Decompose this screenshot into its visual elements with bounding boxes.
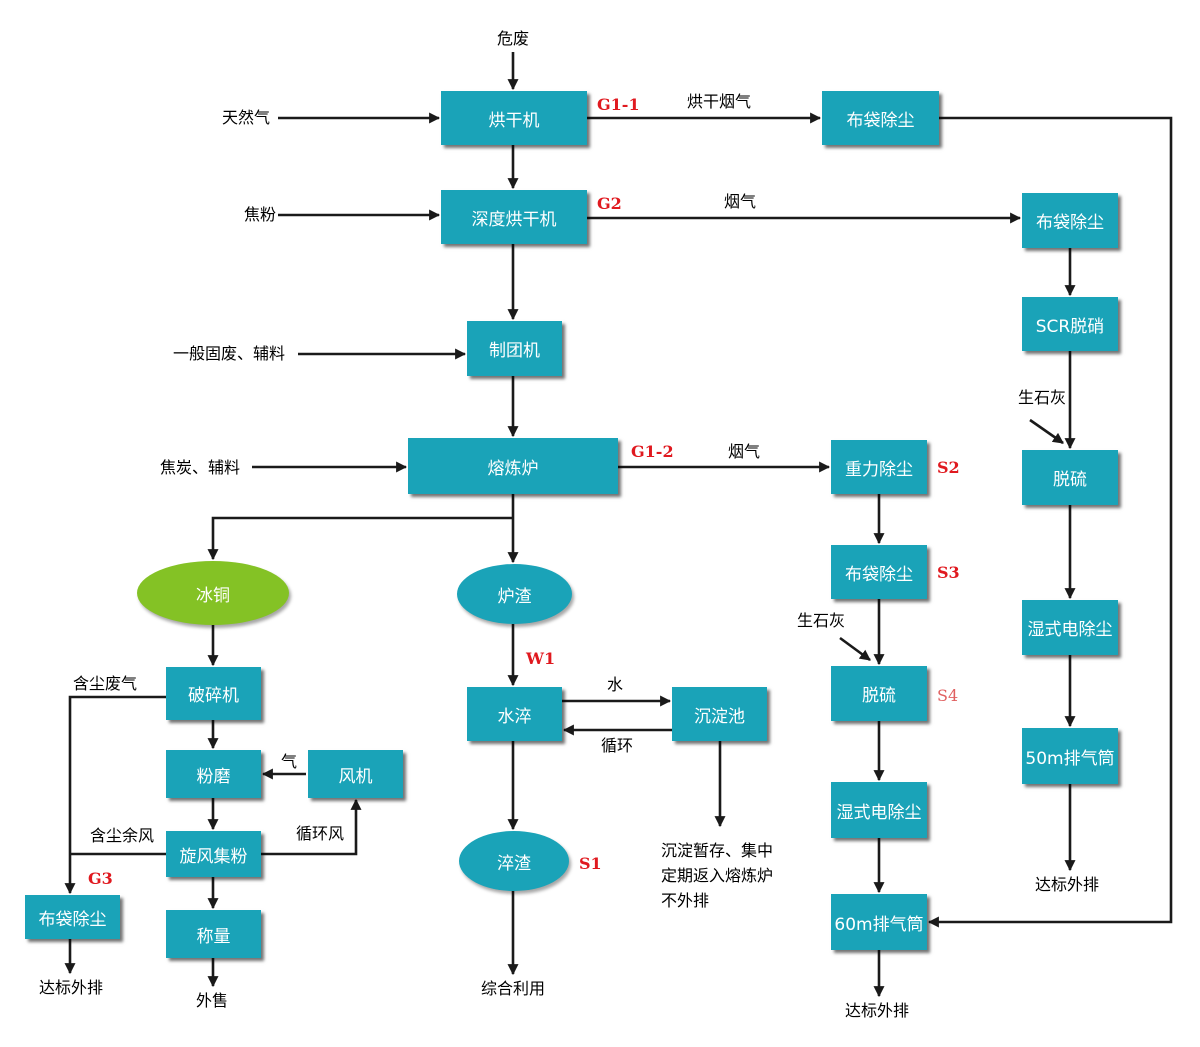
bag-filter-g3-box: 布袋除尘 xyxy=(25,895,120,939)
deep-dryer-box: 深度烘干机 xyxy=(441,190,587,244)
briquetter-box: 制团机 xyxy=(467,321,562,376)
recycle-label: 循环 xyxy=(601,736,634,755)
settling-note-line: 定期返入熔炼炉 xyxy=(661,866,774,885)
arrow-cyclone-to-fan xyxy=(261,798,362,856)
slag-oval: 炉渣 xyxy=(457,564,572,624)
bag-filter-2-box: 布袋除尘 xyxy=(1022,193,1118,248)
code-g1-1: G1-1 xyxy=(597,95,640,114)
external-sale-label: 外售 xyxy=(196,991,229,1010)
cyclone-box: 旋风集粉 xyxy=(166,831,261,877)
comprehensive-use-label: 综合利用 xyxy=(481,979,546,998)
wet-esp-mid-box: 湿式电除尘 xyxy=(831,782,927,838)
code-s1: S1 xyxy=(579,854,602,873)
arrow-quicklime-1-to-desulf xyxy=(1029,418,1064,445)
dryer-box: 烘干机 xyxy=(441,91,587,145)
desulf-right-box: 脱硫 xyxy=(1022,450,1118,505)
discharge-right-label: 达标外排 xyxy=(1035,875,1100,894)
dusty-exhaust-label: 含尘废气 xyxy=(73,674,138,693)
code-w1: W1 xyxy=(526,649,556,668)
stack-60m-box: 60m排气筒 xyxy=(831,894,927,950)
code-g3: G3 xyxy=(88,869,113,888)
smelter-box: 熔炼炉 xyxy=(408,438,618,494)
flue-gas-1-label: 烟气 xyxy=(724,192,757,211)
settling-note-line: 沉淀暂存、集中 xyxy=(661,841,774,860)
quenched-slag-oval: 淬渣 xyxy=(459,831,569,891)
code-g1-2: G1-2 xyxy=(631,442,674,461)
quicklime-2-label: 生石灰 xyxy=(797,611,846,630)
stack-50m-box: 50m排气筒 xyxy=(1022,728,1118,784)
arrow-smelter-to-matte xyxy=(207,516,513,561)
bag-filter-1-box: 布袋除尘 xyxy=(822,91,939,145)
arrow-crusher-to-bag-filter-g3 xyxy=(64,695,166,895)
scr-box: SCR脱硝 xyxy=(1022,297,1118,351)
quicklime-1-label: 生石灰 xyxy=(1018,388,1067,407)
mill-box: 粉磨 xyxy=(166,750,261,798)
code-s3: S3 xyxy=(937,563,960,582)
gas-label: 气 xyxy=(281,752,298,771)
water-label: 水 xyxy=(607,675,624,694)
hazardous-waste-label: 危废 xyxy=(497,29,530,48)
matte-oval: 冰铜 xyxy=(137,561,289,625)
water-quench-box: 水淬 xyxy=(467,687,562,741)
natural-gas-label: 天然气 xyxy=(222,108,271,127)
code-s4: S4 xyxy=(937,686,959,705)
crusher-box: 破碎机 xyxy=(166,667,261,720)
desulf-mid-box: 脱硫 xyxy=(831,666,927,721)
wet-esp-right-box: 湿式电除尘 xyxy=(1022,600,1118,655)
arrow-quicklime-2-to-desulf xyxy=(839,636,871,662)
dusty-residual-air-label: 含尘余风 xyxy=(90,826,155,845)
code-s2: S2 xyxy=(937,458,960,477)
arrow-bag-filter-1-to-stack-60m xyxy=(927,116,1173,928)
fan-box: 风机 xyxy=(308,750,403,798)
code-g2: G2 xyxy=(597,194,622,213)
bag-filter-3-box: 布袋除尘 xyxy=(831,545,927,599)
settling-note-line: 不外排 xyxy=(661,891,710,910)
coke-powder-label: 焦粉 xyxy=(244,205,277,224)
settling-tank-box: 沉淀池 xyxy=(672,687,767,741)
drying-flue-gas-label: 烘干烟气 xyxy=(687,92,752,111)
discharge-mid-label: 达标外排 xyxy=(845,1001,910,1020)
coke-aux-label: 焦炭、辅料 xyxy=(160,458,241,477)
flue-gas-2-label: 烟气 xyxy=(728,442,761,461)
solid-waste-aux-label: 一般固废、辅料 xyxy=(173,344,286,363)
settling-note: 沉淀暂存、集中 定期返入熔炼炉 不外排 xyxy=(661,838,773,913)
gravity-dust-box: 重力除尘 xyxy=(831,440,927,494)
discharge-left-label: 达标外排 xyxy=(39,978,104,997)
weighing-box: 称量 xyxy=(166,910,261,958)
recycle-air-label: 循环风 xyxy=(296,824,345,843)
